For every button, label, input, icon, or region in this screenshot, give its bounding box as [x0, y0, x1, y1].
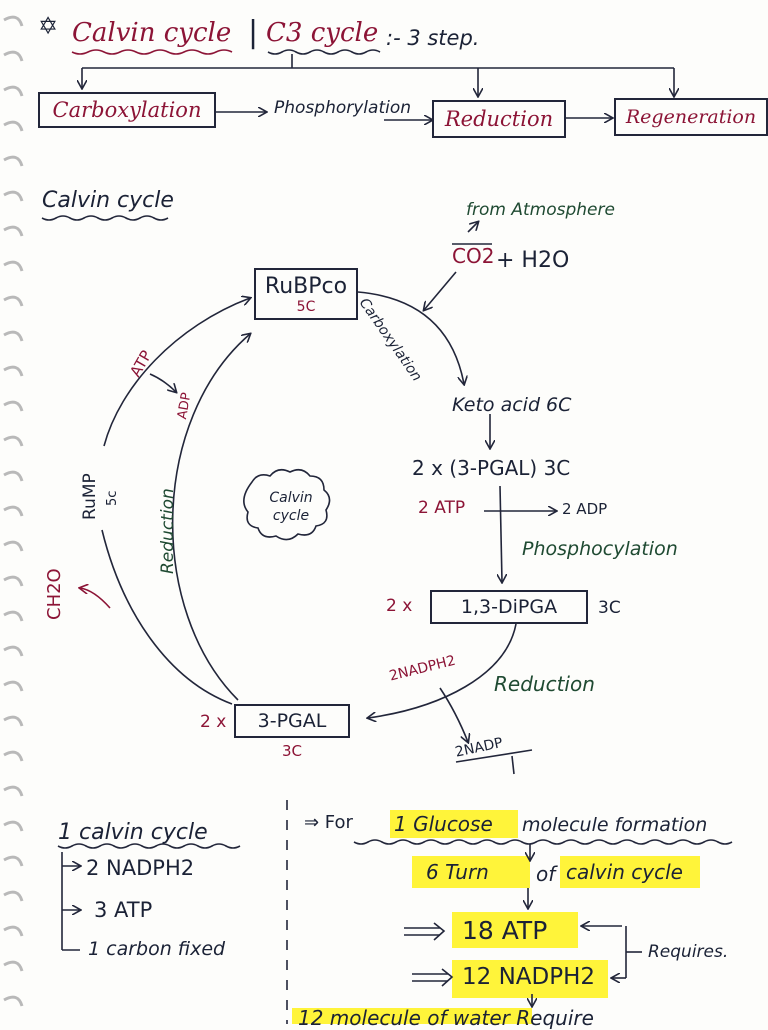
summary-item: 3 ATP: [94, 898, 153, 922]
atp-in-label: 2 ATP: [418, 498, 466, 518]
summary-item: 1 carbon fixed: [88, 938, 226, 960]
carboxylation-label: Carboxylation: [355, 295, 425, 385]
step-label: Regeneration: [625, 106, 757, 128]
step-phosphorylation: Phosphorylation: [274, 98, 412, 118]
step-reduction: Reduction: [432, 100, 566, 138]
h2o-label: + H2O: [496, 248, 570, 273]
rump-label: RuMP: [80, 473, 100, 520]
adp-left-label: ADP: [175, 391, 195, 421]
title-separator: |: [248, 15, 259, 50]
star-icon: ✡: [38, 12, 59, 40]
highlight-nadph: [452, 960, 608, 998]
rubp-carbon: 5C: [296, 298, 316, 315]
phosphorylation-label: Phosphocylation: [522, 538, 678, 560]
step-label: Carboxylation: [52, 98, 202, 122]
calvin-cycle-label: calvin cycle: [566, 860, 683, 884]
from-atmosphere-label: from Atmosphere: [466, 200, 615, 220]
adp-out-label: 2 ADP: [562, 500, 608, 518]
pgal-prefix: 2 x: [200, 712, 227, 732]
rubp-label: RuBPco: [264, 273, 348, 299]
atp-requirement: 18 ATP: [462, 916, 548, 945]
requires-label: Requires.: [648, 942, 729, 962]
keto-acid-label: Keto acid 6C: [452, 394, 572, 416]
atp-left-label: ATP: [126, 347, 156, 380]
highlight-bottom: [292, 1008, 532, 1024]
summary-title: 1 calvin cycle: [58, 820, 208, 845]
dipga-carbon: 3C: [598, 598, 621, 618]
ch2o-label: CH2O: [44, 568, 65, 620]
cycle-heading: Calvin cycle: [42, 188, 174, 213]
center-cycle-label: Calvin cycle: [269, 490, 313, 524]
notebook-spiral: [3, 15, 24, 1007]
nadph-in-label: 2NADPH2: [387, 652, 458, 685]
rubp-box: RuBPco 5C: [254, 268, 358, 320]
pgal-label: 3-PGAL: [257, 710, 327, 732]
steps-note: :- 3 step.: [386, 26, 480, 50]
step-label: Reduction: [444, 107, 554, 131]
pgal-step-label: 2 x (3-PGAL) 3C: [412, 456, 571, 480]
summary-item: 2 NADPH2: [86, 856, 195, 880]
co2-label: CO2: [452, 244, 495, 268]
rump-carbon: 5c: [105, 490, 120, 506]
nadph-requirement: 12 NADPH2: [462, 964, 596, 990]
step-carboxylation: Carboxylation: [38, 92, 216, 128]
page-title: Calvin cycle: [72, 18, 232, 48]
page-subtitle: C3 cycle: [266, 18, 379, 48]
turns-label: 6 Turn: [426, 860, 489, 884]
highlight-calvin-cycle: [560, 856, 700, 888]
highlight-glucose: [390, 810, 518, 838]
highlight-turns: [412, 856, 530, 888]
step-regeneration: Regeneration: [614, 98, 768, 136]
glucose-label: 1 Glucose: [394, 812, 493, 836]
dipga-label: 1,3-DiPGA: [460, 596, 558, 618]
reduction-right-label: Reduction: [494, 672, 595, 696]
reduction-left-label: Reduction: [158, 488, 178, 574]
dipga-box: 1,3-DiPGA: [430, 590, 588, 624]
of-label: of: [536, 862, 556, 886]
formation-rest: molecule formation: [522, 814, 708, 836]
pgal-carbon: 3C: [282, 742, 303, 760]
pgal-box: 3-PGAL: [234, 704, 350, 738]
dipga-prefix: 2 x: [386, 596, 413, 616]
bottom-cutoff-text: 12 molecule of water Require: [298, 1006, 594, 1030]
nadp-out-label: 2NADP: [453, 735, 505, 761]
formation-prefix: ⇒ For: [304, 812, 353, 833]
highlight-atp: [452, 912, 578, 948]
